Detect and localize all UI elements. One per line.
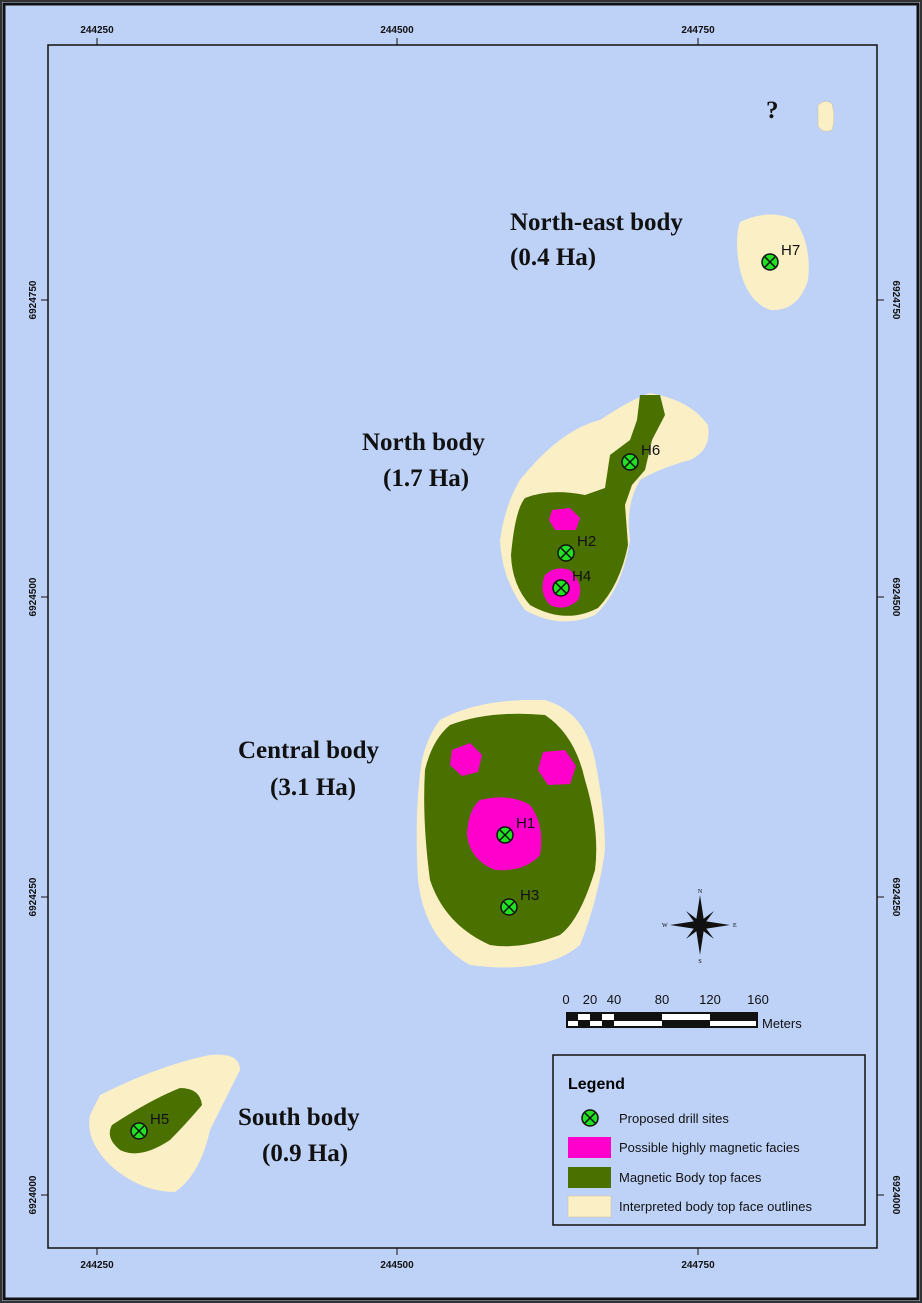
south-label: S [698, 959, 701, 965]
legend-title: Legend [568, 1076, 625, 1093]
drill-site-h4: H4 [552, 568, 591, 597]
body-name: Central body [238, 737, 379, 764]
y-tick-left: 6924250 [28, 877, 39, 916]
scale-tick: 40 [607, 992, 621, 1007]
drill-site-label: H7 [781, 242, 800, 259]
north-body-magnetic-top [511, 395, 665, 616]
drill-site-label: H4 [572, 568, 591, 585]
x-tick-bottom: 244500 [380, 1260, 414, 1271]
x-tick-top: 244500 [380, 25, 414, 36]
drill-site-label: H1 [516, 815, 535, 832]
legend-swatch [568, 1137, 611, 1158]
drill-site-h1: H1 [496, 815, 535, 844]
scale-tick: 120 [699, 992, 721, 1007]
legend-swatch [568, 1167, 611, 1188]
drill-site-icon [581, 1109, 599, 1127]
scale-tick: 0 [562, 992, 569, 1007]
y-tick-left: 6924000 [28, 1175, 39, 1214]
y-tick-right: 6924250 [890, 878, 901, 917]
scale-tick: 80 [655, 992, 669, 1007]
drill-site-h2: H2 [557, 533, 596, 562]
north-arrow-icon: N S E W [662, 889, 737, 965]
drill-site-h6: H6 [621, 442, 660, 471]
drill-site-h3: H3 [500, 887, 539, 916]
drill-site-h5: H5 [130, 1111, 169, 1140]
body-name: North-east body [510, 209, 683, 236]
body-area: (0.9 Ha) [262, 1140, 348, 1167]
body-name: North body [362, 429, 485, 456]
y-tick-left: 6924500 [28, 577, 39, 616]
central-body-magnetic-facies [450, 743, 482, 776]
legend-label: Proposed drill sites [619, 1111, 729, 1126]
body-area: (0.4 Ha) [510, 244, 596, 271]
scale-tick: 20 [583, 992, 597, 1007]
unknown-marker: ? [766, 97, 779, 124]
unknown-body-outline [817, 101, 835, 132]
y-tick-right: 6924000 [890, 1176, 901, 1215]
legend-swatch [567, 1195, 612, 1218]
y-axis-ticks: 6924750 6924500 6924250 6924000 6924750 … [28, 280, 901, 1215]
body-area: (1.7 Ha) [383, 465, 469, 492]
x-tick-bottom: 244250 [80, 1260, 114, 1271]
legend-label: Interpreted body top face outlines [619, 1199, 812, 1214]
x-tick-top: 244750 [681, 25, 715, 36]
scale-tick: 160 [747, 992, 769, 1007]
body-area: (3.1 Ha) [270, 774, 356, 801]
drill-site-label: H5 [150, 1111, 169, 1128]
x-axis-ticks: 244250 244500 244750 244250 244500 24475… [80, 25, 715, 1271]
legend-label: Possible highly magnetic facies [619, 1140, 800, 1155]
x-tick-top: 244250 [80, 25, 114, 36]
east-label: E [733, 923, 737, 929]
north-body-magnetic-facies [549, 508, 580, 530]
scale-bar: 0 20 40 80 120 160 Meters [562, 992, 802, 1031]
north-label: N [698, 889, 703, 895]
drill-site-h7: H7 [761, 242, 800, 271]
drill-site-label: H3 [520, 887, 539, 904]
scale-unit: Meters [762, 1016, 802, 1031]
x-tick-bottom: 244750 [681, 1260, 715, 1271]
y-tick-left: 6924750 [28, 280, 39, 319]
y-tick-right: 6924500 [890, 578, 901, 617]
west-label: W [662, 923, 668, 929]
legend-label: Magnetic Body top faces [619, 1170, 762, 1185]
body-name: South body [238, 1104, 360, 1131]
drill-site-label: H2 [577, 533, 596, 550]
drill-site-label: H6 [641, 442, 660, 459]
legend: Legend Proposed drill sites Possible hig… [552, 1054, 866, 1226]
y-tick-right: 6924750 [890, 281, 901, 320]
central-body-magnetic-facies [538, 750, 576, 785]
